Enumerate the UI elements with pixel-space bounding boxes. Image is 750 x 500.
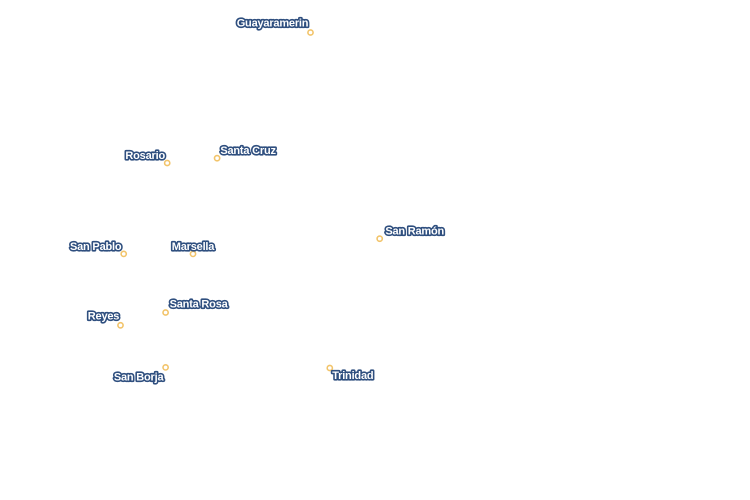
city-label-santa-cruz: Santa Cruz (220, 145, 276, 157)
city-label-san-pablo: San Pablo (70, 241, 122, 253)
city-marker-guayaramerin[interactable] (307, 29, 314, 36)
city-label-marsella: Marsella (172, 241, 216, 253)
city-marker-san-borja[interactable] (162, 363, 169, 371)
city-label-guayaramerin: Guayaramerin (237, 18, 309, 30)
city-label-rosario: Rosario (125, 150, 165, 162)
city-label-san-borja: San Borja (114, 371, 165, 383)
city-label-reyes: Reyes (88, 310, 119, 322)
city-marker-santa-cruz[interactable] (213, 154, 221, 162)
city-label-santa-rosa: Santa Rosa (170, 299, 229, 311)
city-marker-rosario[interactable] (163, 159, 171, 167)
city-marker-san-pablo[interactable] (120, 250, 128, 258)
city-marker-san-ramon[interactable] (376, 235, 384, 243)
city-label-san-ramon: San Ramón (385, 226, 444, 238)
city-marker-trinidad[interactable] (326, 364, 334, 372)
city-marker-marsella[interactable] (189, 250, 197, 258)
city-marker-reyes[interactable] (117, 321, 124, 329)
city-markers-layer (117, 29, 384, 372)
city-marker-santa-rosa[interactable] (162, 309, 169, 316)
city-label-trinidad: Trinidad (332, 370, 373, 382)
